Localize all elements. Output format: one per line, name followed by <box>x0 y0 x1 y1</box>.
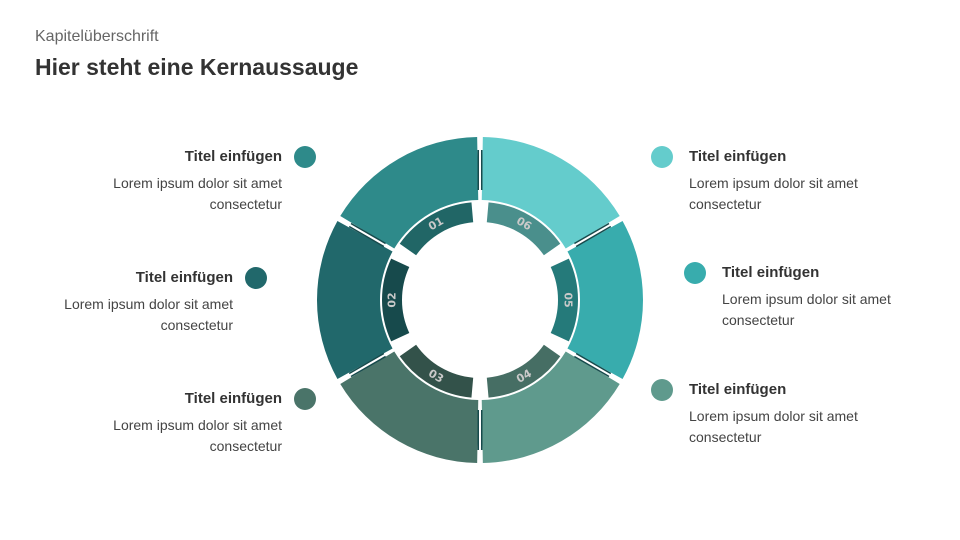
item-description: Lorem ipsum dolor sit amet consectetur <box>64 296 233 333</box>
segment-gap <box>332 214 429 271</box>
item-01-dot <box>294 146 316 168</box>
item-03: Titel einfügen Lorem ipsum dolor sit ame… <box>42 388 282 457</box>
item-description: Lorem ipsum dolor sit amet consectetur <box>113 175 282 212</box>
item-04: Titel einfügen Lorem ipsum dolor sit ame… <box>689 379 929 448</box>
inner-segment-06 <box>486 202 561 256</box>
segment-gap <box>332 329 429 386</box>
item-title: Titel einfügen <box>722 264 820 281</box>
outer-segment-04 <box>481 351 620 463</box>
chapter-heading: Kapitelüberschrift <box>35 28 159 45</box>
page-title: Hier steht eine Kernaussauge <box>35 54 359 80</box>
outer-segment-02 <box>316 220 393 380</box>
inner-segment-04 <box>486 344 561 398</box>
item-description: Lorem ipsum dolor sit amet consectetur <box>689 408 858 445</box>
outer-segment-01 <box>340 137 479 249</box>
segment-number-label: 02 <box>386 292 399 307</box>
item-05-dot <box>684 262 706 284</box>
inner-segment-03 <box>399 344 474 398</box>
inner-segment-01 <box>399 202 474 256</box>
item-05: Titel einfügen Lorem ipsum dolor sit ame… <box>722 262 960 331</box>
outer-segment-06 <box>481 137 620 249</box>
item-01: Titel einfügen Lorem ipsum dolor sit ame… <box>42 146 282 215</box>
segment-gap <box>531 214 628 271</box>
item-04-dot <box>651 379 673 401</box>
segment-number-label: 05 <box>562 292 575 307</box>
segment-gap <box>531 329 628 386</box>
item-description: Lorem ipsum dolor sit amet consectetur <box>722 291 891 328</box>
item-title: Titel einfügen <box>689 148 787 165</box>
outer-segment-05 <box>567 220 643 380</box>
outer-segment-03 <box>340 351 479 463</box>
item-title: Titel einfügen <box>184 148 282 165</box>
item-03-dot <box>294 388 316 410</box>
inner-segment-05 <box>550 258 579 342</box>
item-02: Titel einfügen Lorem ipsum dolor sit ame… <box>0 267 233 336</box>
item-description: Lorem ipsum dolor sit amet consectetur <box>113 417 282 454</box>
item-title: Titel einfügen <box>184 390 282 407</box>
item-02-dot <box>245 267 267 289</box>
item-06-dot <box>651 146 673 168</box>
item-title: Titel einfügen <box>689 381 787 398</box>
item-description: Lorem ipsum dolor sit amet consectetur <box>689 175 858 212</box>
inner-segment-02 <box>382 258 410 342</box>
item-06: Titel einfügen Lorem ipsum dolor sit ame… <box>689 146 929 215</box>
item-title: Titel einfügen <box>135 269 233 286</box>
